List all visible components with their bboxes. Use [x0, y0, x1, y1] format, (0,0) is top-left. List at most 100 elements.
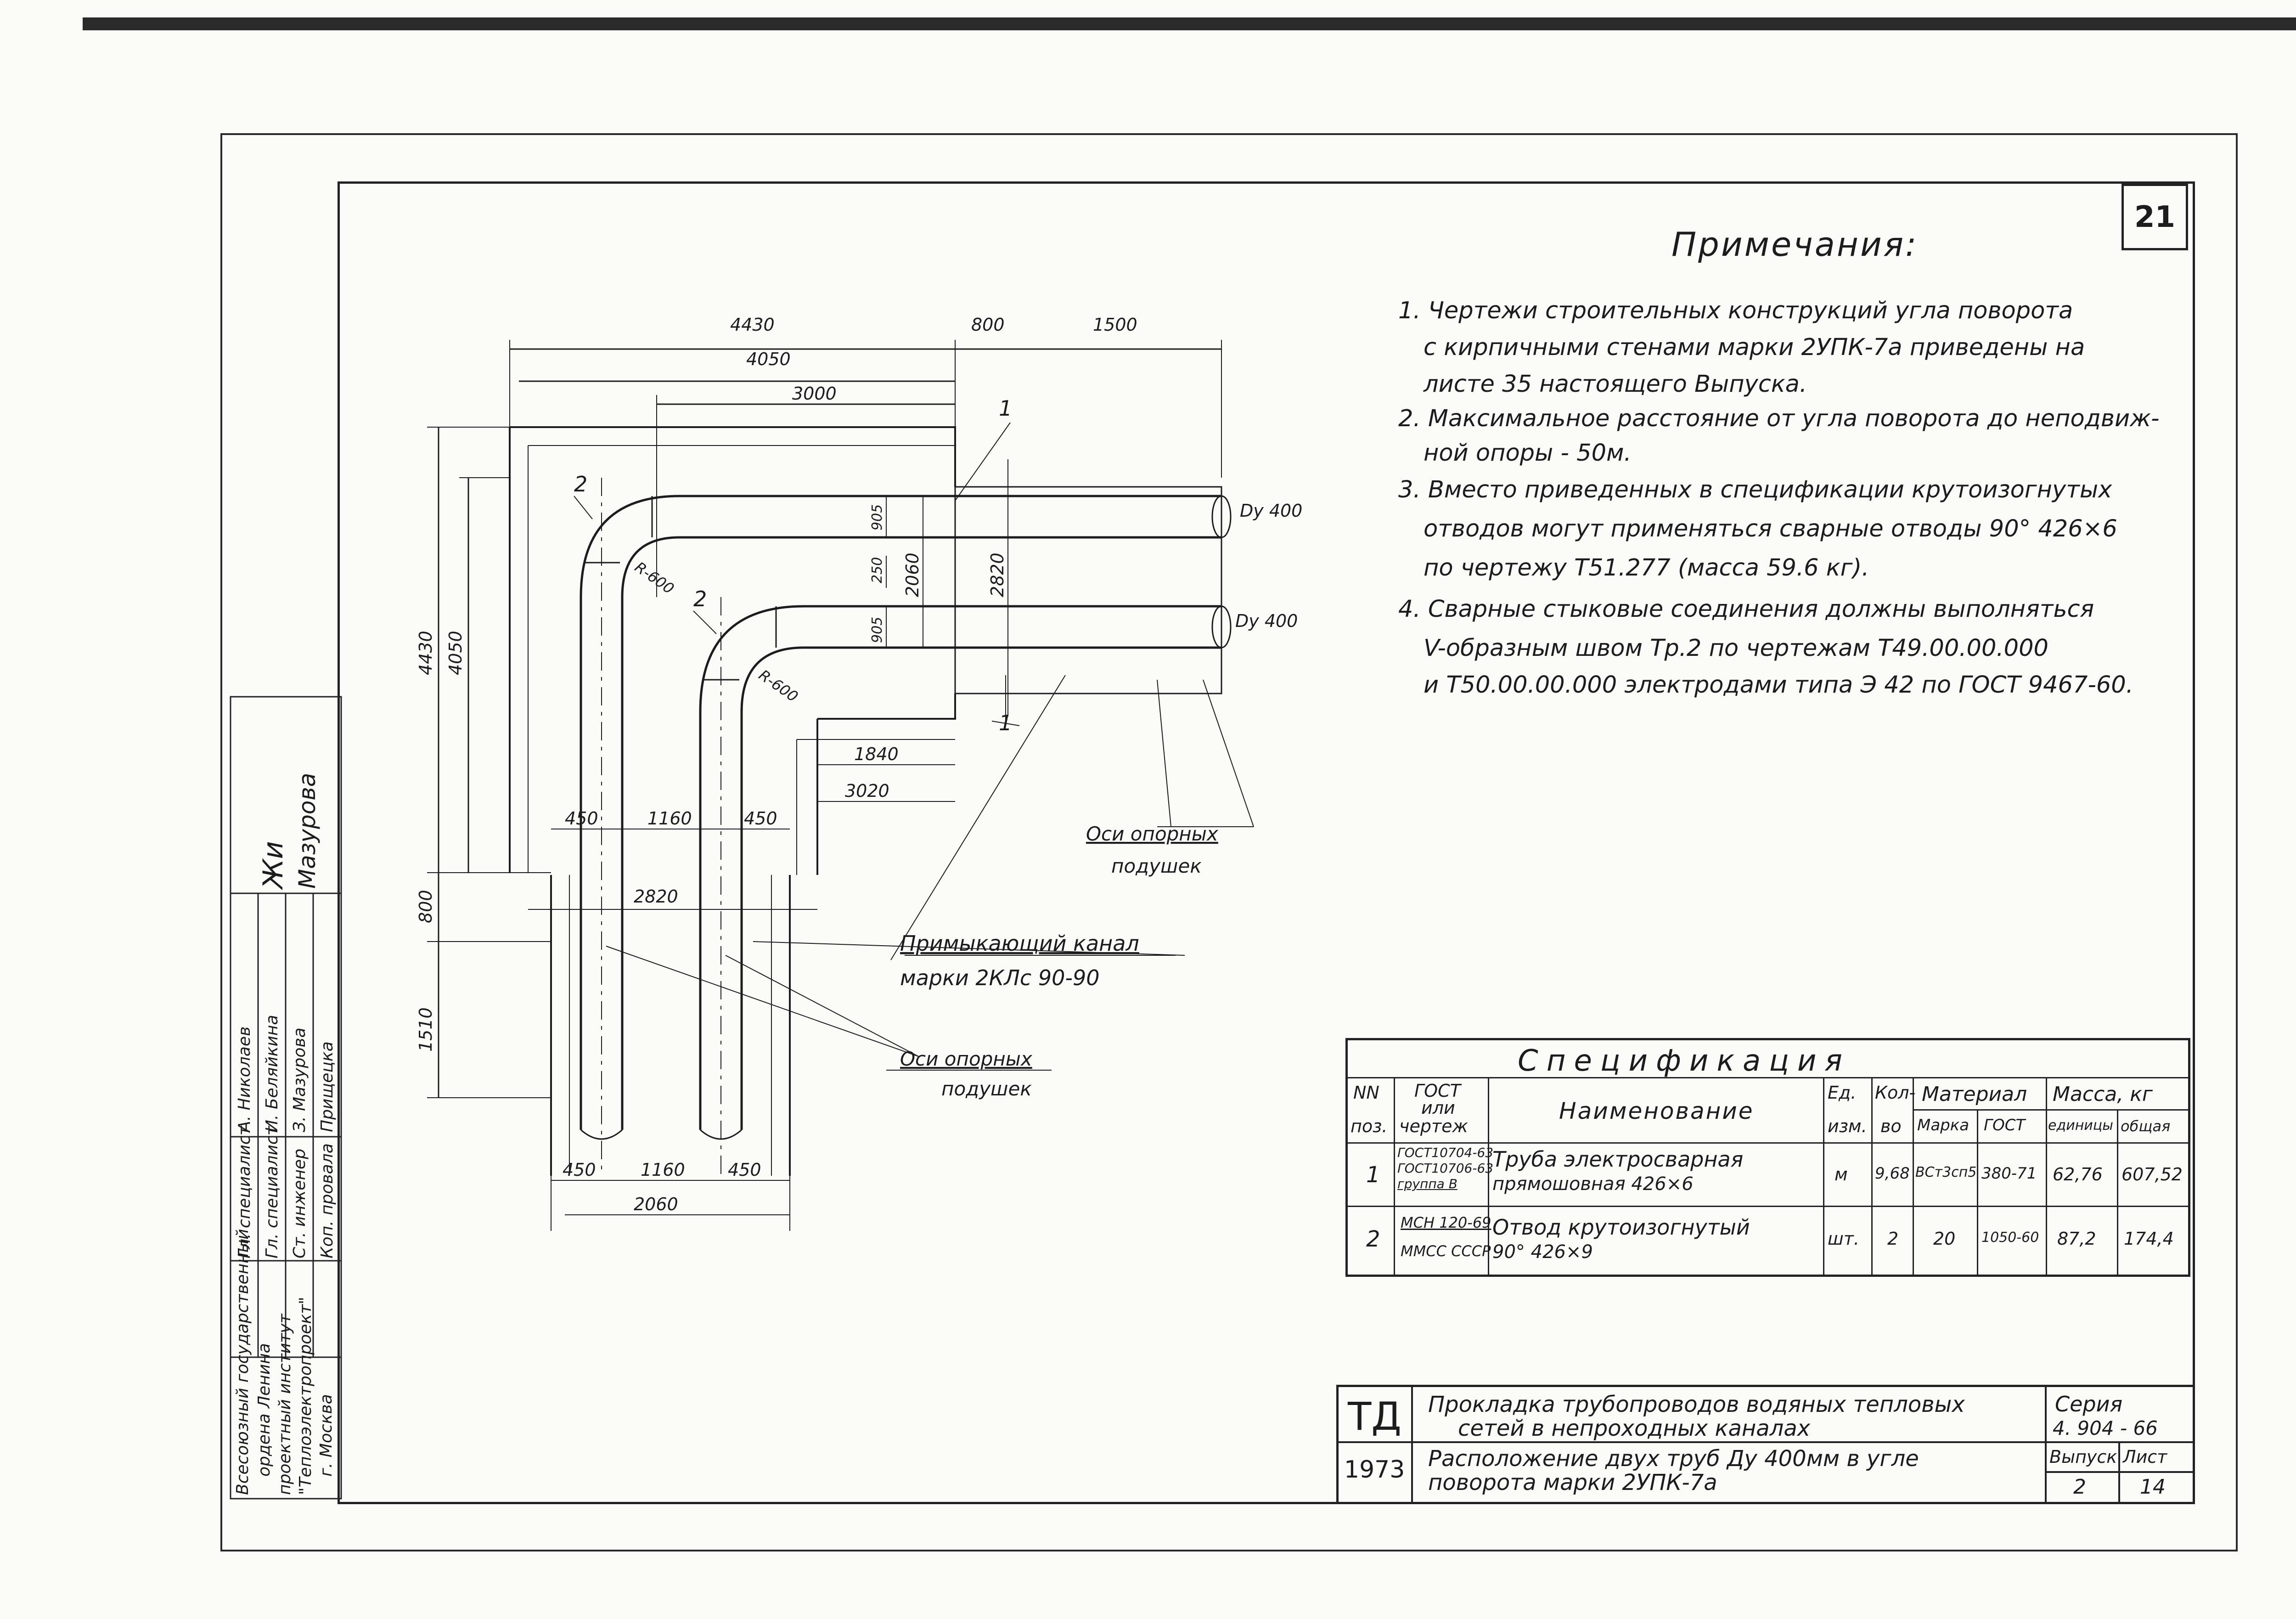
header-mass-unit: единицы — [2048, 1117, 2113, 1134]
dim-label: 905 — [869, 504, 885, 530]
row-mgost: 1050-60 — [1981, 1230, 2039, 1246]
row-gost: МСН 120-69 — [1401, 1214, 1491, 1231]
note-line: с кирпичными стенами марки 2УПК-7а приве… — [1424, 334, 2085, 361]
dim-label: 1160 — [641, 1160, 685, 1180]
label-support-axes: подушек — [941, 1077, 1032, 1100]
row-unit: шт. — [1828, 1229, 1859, 1249]
row-mass-total: 174,4 — [2124, 1229, 2174, 1249]
label-support-axes: Оси опорных — [1086, 823, 1219, 845]
header-qty: Кол- — [1875, 1083, 1916, 1103]
stamp-name: З. Мазурова — [290, 1027, 309, 1132]
rule — [1977, 1109, 1978, 1275]
series-label: Серия — [2055, 1392, 2123, 1416]
callout-number: 2 — [574, 472, 587, 496]
dim-label: 3000 — [792, 384, 837, 404]
title-code: ТД — [1348, 1394, 1401, 1439]
header-gost: чертеж — [1399, 1116, 1468, 1136]
header-gost: ГОСТ — [1414, 1081, 1461, 1101]
row-name: Труба электросварная — [1492, 1147, 1744, 1172]
issue-label: Выпуск — [2049, 1447, 2117, 1467]
rule — [1823, 1077, 1824, 1275]
inner-frame — [338, 181, 2195, 1504]
rule — [2046, 1077, 2047, 1275]
header-material-gost: ГОСТ — [1984, 1116, 2026, 1134]
rule — [1488, 1077, 1489, 1275]
note-line: 1. Чертежи строительных конструкций угла… — [1398, 297, 2073, 324]
header-unit: Ед. — [1828, 1083, 1857, 1103]
note-line: 2. Максимальное расстояние от угла повор… — [1398, 405, 2160, 432]
rule — [1913, 1109, 2188, 1111]
dim-label: 4430 — [730, 315, 775, 335]
title-line: поворота марки 2УПК-7а — [1428, 1470, 1717, 1495]
row-mass-unit: 87,2 — [2057, 1229, 2096, 1249]
note-line: 3. Вместо приведенных в спецификации кру… — [1398, 476, 2112, 503]
header-mass-total: общая — [2121, 1117, 2171, 1135]
dim-label: 2060 — [634, 1194, 678, 1214]
note-line: отводов могут применяться сварные отводы… — [1424, 515, 2117, 542]
stamp-role: Гл. специалист — [235, 1126, 254, 1258]
row-mgost: 380-71 — [1981, 1164, 2037, 1183]
stamp-org-line: г. Москва — [317, 1394, 336, 1477]
header-unit: изм. — [1828, 1116, 1867, 1136]
rule — [1394, 1077, 1395, 1275]
dim-label: 4050 — [746, 349, 791, 369]
row-mark: ВСт3сп5 — [1915, 1164, 1977, 1180]
spec-title: Спецификация — [1518, 1044, 1851, 1078]
title-line: Прокладка трубопроводов водяных тепловых — [1428, 1392, 1965, 1417]
radius-label: R-600 — [755, 666, 801, 705]
row-pos: 1 — [1366, 1162, 1380, 1188]
header-gost: или — [1421, 1098, 1455, 1118]
header-pos: NN — [1353, 1083, 1379, 1103]
note-line: ной опоры - 50м. — [1424, 440, 1632, 467]
scan-top-edge — [83, 17, 2296, 30]
dim-label: 2820 — [634, 886, 678, 907]
dim-label: 2820 — [987, 553, 1007, 597]
row-name: прямошовная 426×6 — [1492, 1173, 1694, 1195]
title-year: 1973 — [1344, 1456, 1405, 1484]
sheet-label: Лист — [2123, 1447, 2167, 1467]
specification-table: Спецификация NN поз. ГОСТ или чертеж Наи… — [1345, 1038, 2190, 1277]
outer-frame — [220, 133, 2238, 1551]
row-mark: 20 — [1933, 1229, 1956, 1249]
header-name: Наименование — [1559, 1098, 1754, 1124]
dim-label: 800 — [971, 315, 1005, 335]
label-support-axes: Оси опорных — [900, 1048, 1033, 1070]
stamp-signature: Жи — [257, 841, 289, 889]
rule — [1348, 1206, 2188, 1207]
dim-label: 1510 — [416, 1007, 436, 1052]
dim-label: 1160 — [647, 808, 692, 829]
stamp-name: Прищецка — [318, 1041, 337, 1132]
rule — [1348, 1142, 2188, 1144]
header-material-mark: Марка — [1917, 1116, 1970, 1134]
dim-label: 905 — [869, 617, 885, 643]
row-name: Отвод крутоизогнутый — [1492, 1215, 1750, 1240]
dim-label: 1840 — [854, 744, 899, 764]
note-line: листе 35 настоящего Выпуска. — [1424, 371, 1807, 398]
row-qty: 9,68 — [1875, 1164, 1910, 1183]
header-material: Материал — [1922, 1083, 2027, 1106]
note-line: и Т50.00.00.000 электродами типа Э 42 по… — [1424, 671, 2133, 699]
approval-stamp: Всесоюзный государственный ордена Ленина… — [230, 696, 342, 1500]
callout-number: 2 — [693, 587, 707, 611]
dim-label: 4430 — [416, 631, 436, 675]
rule — [1913, 1077, 1914, 1275]
row-mass-unit: 62,76 — [2053, 1164, 2103, 1185]
rule — [1871, 1077, 1873, 1275]
series-value: 4. 904 - 66 — [2053, 1417, 2158, 1439]
stamp-name: И. Беляйкина — [263, 1015, 281, 1132]
row-qty: 2 — [1887, 1229, 1899, 1249]
header-qty: во — [1880, 1116, 1902, 1136]
label-adjacent-channel: Примыкающий канал — [900, 931, 1139, 956]
note-line: по чертежу Т51.277 (масса 59.6 кг). — [1424, 554, 1869, 581]
pipe-label: Dy 400 — [1235, 611, 1298, 631]
rule — [1348, 1077, 2188, 1078]
label-support-axes: подушек — [1111, 855, 1202, 877]
dim-label: 2060 — [902, 553, 923, 597]
title-line: сетей в непроходных каналах — [1458, 1416, 1811, 1441]
rule — [2117, 1109, 2118, 1275]
stamp-name: А. Николаев — [235, 1026, 254, 1132]
dim-label: 450 — [563, 1160, 596, 1180]
stamp-org-line: Всесоюзный государственный — [233, 1229, 252, 1495]
dim-label: 800 — [416, 890, 436, 923]
